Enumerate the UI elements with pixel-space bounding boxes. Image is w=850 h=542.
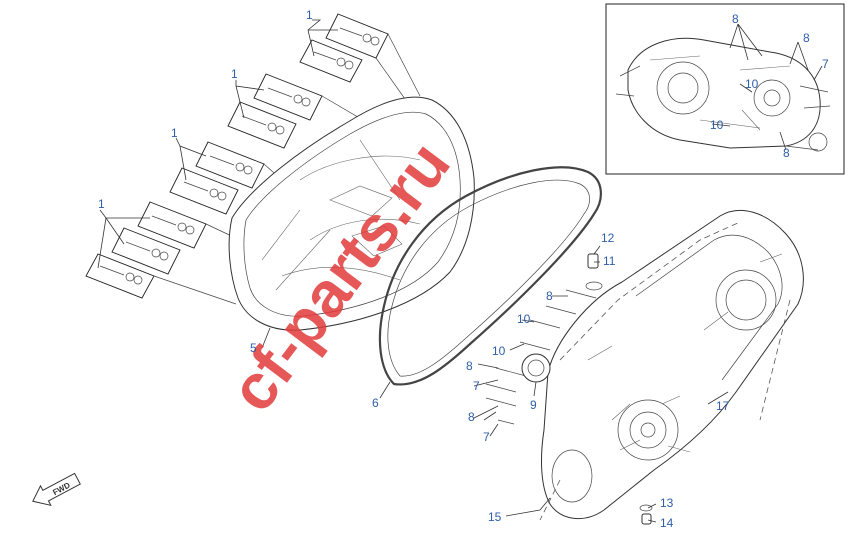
callout-7[interactable]: 7	[483, 430, 490, 444]
drain-plug	[585, 253, 603, 291]
bolt-group-lower	[85, 201, 207, 299]
inset-callout-8[interactable]: 8	[783, 146, 790, 160]
callout-17[interactable]: 17	[716, 399, 730, 413]
bolt-set	[485, 289, 597, 425]
inset-callout-8[interactable]: 8	[732, 12, 739, 26]
forward-arrow-icon: FWD	[32, 472, 81, 507]
callout-7[interactable]: 7	[473, 379, 480, 393]
callout-8[interactable]: 8	[468, 410, 475, 424]
inset-callout-10[interactable]: 10	[710, 118, 724, 132]
bolt-group-middle	[169, 141, 265, 215]
callout-10[interactable]: 10	[492, 344, 506, 358]
oil-seal	[521, 353, 551, 383]
callout-14[interactable]: 14	[660, 516, 674, 530]
crankcase-half	[539, 209, 804, 521]
callout-9[interactable]: 9	[530, 398, 537, 412]
leader-lines	[97, 19, 823, 523]
callout-13[interactable]: 13	[660, 496, 674, 510]
callout-1[interactable]: 1	[98, 197, 105, 211]
inset-callout-10[interactable]: 10	[745, 77, 759, 91]
bolt-group-top	[299, 13, 389, 83]
callout-8[interactable]: 8	[546, 289, 553, 303]
callout-1[interactable]: 1	[231, 67, 238, 81]
bolt-group-upper	[227, 73, 323, 149]
callout-labels[interactable]: 1 1 1 1 5 6 7 7 8 8 8 9 10 10 11 12 13 1…	[98, 8, 829, 530]
inset-detail	[605, 3, 845, 175]
callout-15[interactable]: 15	[488, 510, 502, 524]
inset-callout-8[interactable]: 8	[803, 31, 810, 45]
inset-callout-7[interactable]: 7	[822, 57, 829, 71]
callout-1[interactable]: 1	[171, 126, 178, 140]
callout-10[interactable]: 10	[517, 312, 531, 326]
bottom-plug	[639, 504, 653, 525]
clutch-cover	[228, 96, 475, 331]
callout-5[interactable]: 5	[250, 341, 257, 355]
callout-8[interactable]: 8	[466, 359, 473, 373]
callout-11[interactable]: 11	[603, 254, 616, 268]
cover-gasket	[378, 166, 602, 386]
callout-12[interactable]: 12	[601, 231, 615, 245]
callout-1[interactable]: 1	[306, 8, 313, 22]
callout-6[interactable]: 6	[372, 396, 379, 410]
